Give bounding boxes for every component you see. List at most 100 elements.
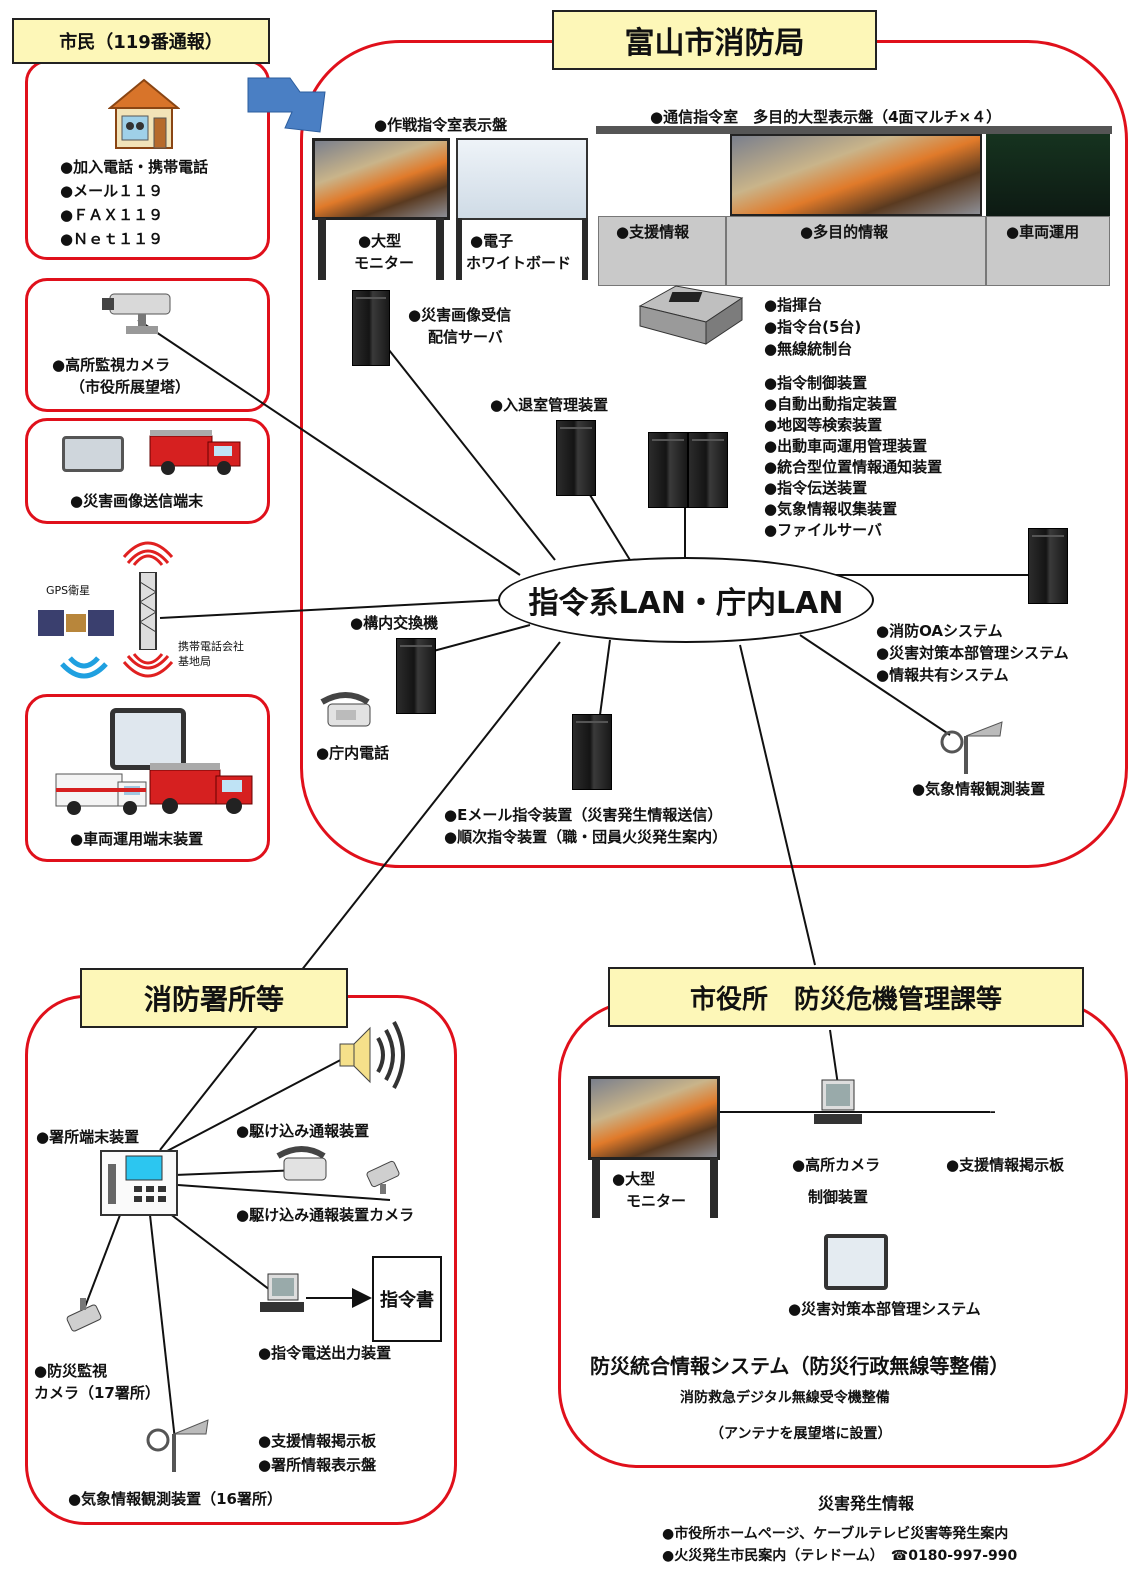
image-terminal-label: ●災害画像送信端末 xyxy=(70,492,204,510)
camera-label: ●高所監視カメラ xyxy=(52,356,171,374)
access-control-label: ●入退室管理装置 xyxy=(490,396,609,414)
office-system-label: ●災害対策本部管理システム xyxy=(876,644,1069,662)
vehicle-ops-panel xyxy=(986,134,1110,216)
digital-radio-label: 消防救急デジタル無線受令機整備 xyxy=(680,1390,890,1406)
camera-label: （市役所展望塔） xyxy=(70,378,191,396)
large-monitor xyxy=(312,138,450,220)
control-device-label: ●指令伝送装置 xyxy=(764,479,868,497)
hq-title: 富山市消防局 xyxy=(552,10,877,70)
cityhall-monitor-label: ●大型 xyxy=(612,1170,656,1188)
fire-engine-icon xyxy=(148,758,256,816)
order-document: 指令書 xyxy=(372,1256,442,1342)
camera-control-label: 制御装置 xyxy=(808,1188,869,1206)
control-device-label: ●自動出動指定装置 xyxy=(764,395,898,413)
station-phone-icon xyxy=(274,1144,330,1184)
footer-line: ●火災発生市民案内（テレドーム） ☎0180-997-990 xyxy=(662,1548,1018,1564)
lan-hub: 指令系LAN・庁内LAN xyxy=(498,557,874,643)
large-monitor-label: ●大型 xyxy=(358,232,402,250)
base-station-label: 携帯電話会社 xyxy=(178,640,244,653)
image-server-label: 配信サーバ xyxy=(428,328,503,346)
cityhall-title: 市役所 防災危機管理課等 xyxy=(608,967,1084,1027)
access-control-server-icon xyxy=(556,420,596,496)
whiteboard-stand xyxy=(582,218,588,280)
support-info-label: ●支援情報 xyxy=(616,223,690,241)
speaker-icon xyxy=(336,1018,408,1092)
whiteboard-label: ●電子 xyxy=(470,232,514,250)
image-server-icon xyxy=(352,290,390,366)
support-info-cap xyxy=(598,216,726,286)
monitor-stand xyxy=(318,218,326,280)
pbx-label: ●構内交換機 xyxy=(350,614,439,632)
tablet-icon xyxy=(62,436,124,472)
control-device-label: ●統合型位置情報通知装置 xyxy=(764,458,943,476)
citizen-item: ●加入電話・携帯電話 xyxy=(60,158,209,176)
vehicle-ops-label: ●車両運用 xyxy=(1006,223,1080,241)
email-device-label: ●順次指令装置（職・団員火災発生案内） xyxy=(444,828,728,846)
pc-icon xyxy=(258,1272,306,1318)
control-device-label: ●ファイルサーバ xyxy=(764,521,882,539)
support-board-label: ●署所情報表示盤 xyxy=(258,1456,377,1474)
cityhall-monitor-stand xyxy=(710,1158,718,1218)
hq-system-tablet-icon xyxy=(824,1234,888,1290)
large-monitor-label: モニター xyxy=(354,254,415,272)
station-weather-vane-icon xyxy=(140,1414,210,1474)
integrated-system-title: 防災統合情報システム（防災行政無線等整備） xyxy=(590,1354,1010,1378)
comm-display-label: ●通信指令室 多目的大型表示盤（4面マルチ×４） xyxy=(650,108,1002,126)
weather-obs-label: ●気象情報観測装置 xyxy=(912,780,1046,798)
control-device-label: ●気象情報収集装置 xyxy=(764,500,898,518)
office-system-label: ●消防OAシステム xyxy=(876,622,1003,640)
phone-icon xyxy=(318,690,374,730)
citizen-title: 市民（119番通報） xyxy=(12,18,270,64)
email-server-icon xyxy=(572,714,612,790)
office-system-label: ●情報共有システム xyxy=(876,666,1009,684)
multi-info-label: ●多目的情報 xyxy=(800,223,889,241)
surveillance-camera-icon xyxy=(100,288,180,336)
multi-info-cap xyxy=(726,216,986,286)
citizen-item: ●Ｎｅｔ１１９ xyxy=(60,230,164,248)
station-board-icon xyxy=(298,1370,384,1426)
vehicle-terminal-label: ●車両運用端末装置 xyxy=(70,830,204,848)
footer-line: ●市役所ホームページ、ケーブルテレビ災害等発生案内 xyxy=(662,1526,1009,1542)
oa-server-icon xyxy=(1028,528,1068,604)
monitor-stand xyxy=(436,218,444,280)
control-server-icon xyxy=(688,432,728,508)
email-device-label: ●Eメール指令装置（災害発生情報送信） xyxy=(444,806,723,824)
signal-waves-icon xyxy=(56,644,112,688)
pbx-server-icon xyxy=(396,638,436,714)
console-label: ●指令台(5台) xyxy=(764,318,862,336)
console-label: ●無線統制台 xyxy=(764,340,853,358)
camera-box xyxy=(25,278,270,412)
whiteboard-label: ホワイトボード xyxy=(466,254,572,272)
hq-system-label: ●災害対策本部管理システム xyxy=(788,1300,981,1318)
internal-phone-label: ●庁内電話 xyxy=(316,744,390,762)
citizen-item: ●メール１１９ xyxy=(60,182,164,200)
weather-vane-icon xyxy=(936,716,1006,776)
citizen-item: ●ＦＡＸ１１９ xyxy=(60,206,164,224)
satellite-icon xyxy=(36,600,116,646)
fire-truck-icon xyxy=(148,426,244,478)
cityhall-monitor-label: モニター xyxy=(626,1192,687,1210)
cityhall-monitor xyxy=(588,1076,720,1160)
station-terminal-label: ●署所端末装置 xyxy=(36,1128,140,1146)
antenna-label: （アンテナを展望塔に設置） xyxy=(710,1426,892,1442)
control-device-label: ●出動車両運用管理装置 xyxy=(764,437,928,455)
house-icon xyxy=(107,78,181,150)
station-terminal-icon xyxy=(100,1150,178,1216)
station-camera-icon xyxy=(58,1298,108,1344)
ops-display-label: ●作戦指令室表示盤 xyxy=(374,116,508,134)
vehicle-ops-cap xyxy=(986,216,1110,286)
cityhall-board-icon xyxy=(990,1092,1074,1146)
whiteboard-stand xyxy=(456,218,462,280)
electronic-whiteboard xyxy=(456,138,588,220)
support-board-label: ●支援情報掲示板 xyxy=(258,1432,377,1450)
disaster-camera-label: ●防災監視 xyxy=(34,1362,108,1380)
image-server-label: ●災害画像受信 xyxy=(408,306,512,324)
control-device-label: ●地図等検索装置 xyxy=(764,416,883,434)
console-label: ●指揮台 xyxy=(764,296,823,314)
camera-control-pc-icon xyxy=(812,1078,864,1130)
report-arrow xyxy=(247,77,326,133)
radio-waves-top-icon xyxy=(122,533,174,569)
cityhall-support-board-label: ●支援情報掲示板 xyxy=(946,1156,1065,1174)
base-station-label: 基地局 xyxy=(178,655,211,668)
